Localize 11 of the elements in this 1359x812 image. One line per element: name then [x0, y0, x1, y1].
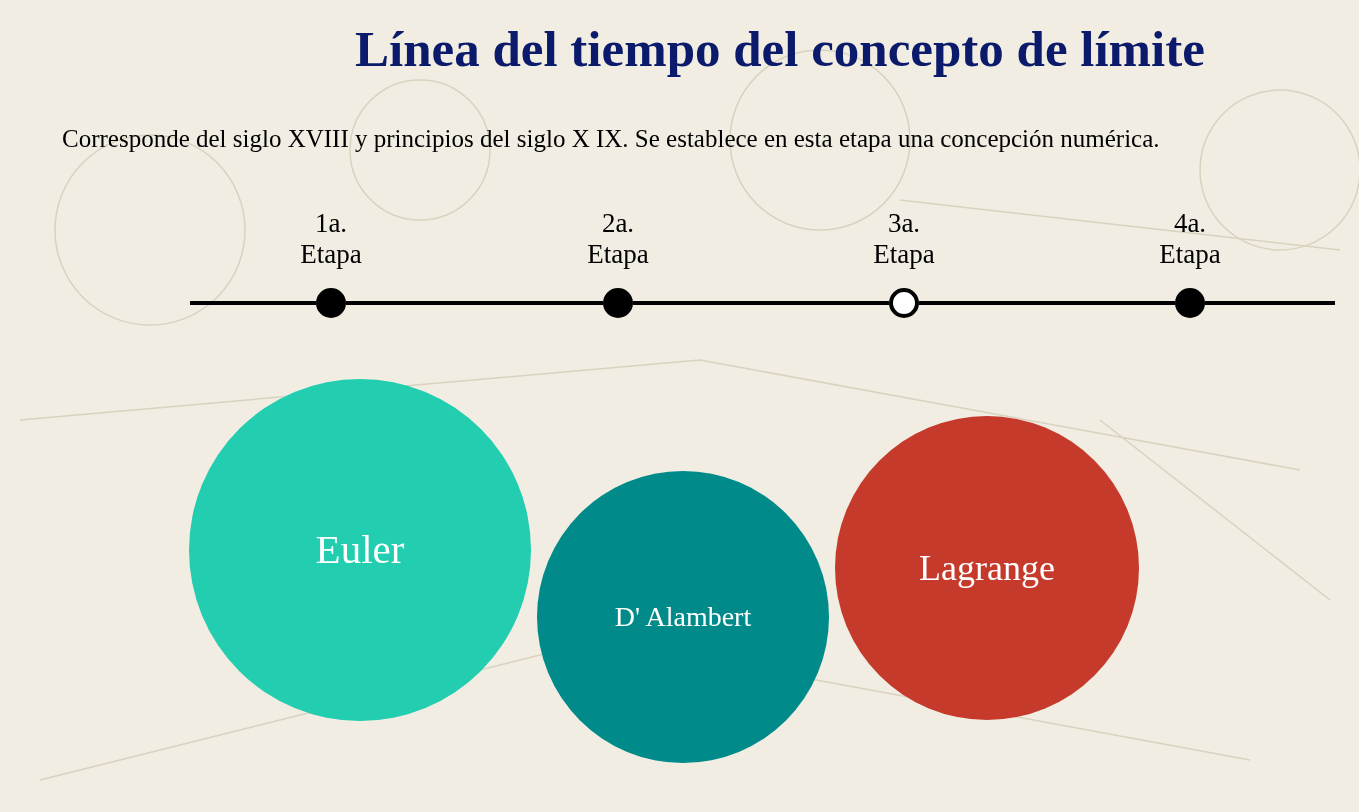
stage-label: 3a. Etapa: [872, 208, 936, 270]
timeline-line: [346, 301, 603, 305]
description-text: Corresponde del siglo XVIII y principios del siglo X IX. Se establece en esta etapa una concepción numérica.: [62, 124, 1160, 154]
stage-label: 1a. Etapa: [299, 208, 363, 270]
timeline-line: [633, 301, 889, 305]
timeline-line: [190, 301, 316, 305]
timeline-line: [919, 301, 1175, 305]
timeline-line: [1205, 301, 1335, 305]
stage-label: 4a. Etapa: [1158, 208, 1222, 270]
stage-label: 2a. Etapa: [586, 208, 650, 270]
title: Línea del tiempo del concepto de límite: [355, 20, 1205, 79]
